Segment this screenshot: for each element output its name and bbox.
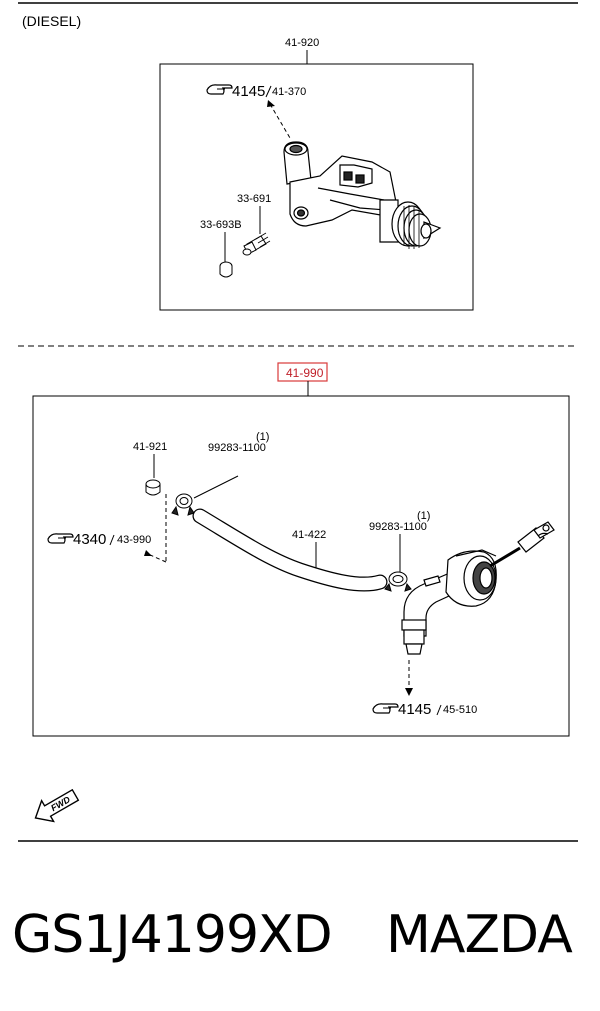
clip-right-qty: (1) bbox=[417, 510, 430, 522]
clip-right-label[interactable]: 99283-1100 bbox=[369, 521, 427, 533]
bleeder-cap-label[interactable]: 33-693B bbox=[200, 219, 242, 231]
footer: GS1J4199XD MAZDA bbox=[0, 895, 600, 975]
lower-assembly-number[interactable]: 41-990 bbox=[286, 366, 324, 380]
clip-left-label[interactable]: 99283-1100 bbox=[208, 442, 266, 454]
bottom-ref-page[interactable]: 45-510 bbox=[443, 704, 477, 716]
upper-assembly-box bbox=[159, 63, 474, 311]
part-number-text: GS1J4199XD bbox=[12, 905, 333, 965]
fwd-arrow-icon bbox=[34, 788, 80, 823]
left-ref-slash bbox=[109, 534, 115, 546]
upper-ref-dashed-leader bbox=[269, 103, 291, 139]
upper-ref-page[interactable]: 41-370 bbox=[272, 86, 306, 98]
upper-assembly-number[interactable]: 41-920 bbox=[285, 37, 319, 49]
hose-label[interactable]: 41-422 bbox=[292, 529, 326, 541]
left-ref-hand-icon bbox=[47, 533, 74, 544]
cap-41-921-label[interactable]: 41-921 bbox=[133, 441, 167, 453]
lower-assembly-box bbox=[32, 395, 570, 737]
clutch-hose-inner bbox=[193, 509, 387, 591]
bleeder-cap-part bbox=[219, 261, 233, 278]
upper-ref-number[interactable]: 4145 bbox=[232, 83, 265, 100]
clip-left-qty: (1) bbox=[256, 431, 269, 443]
upper-ref-arrowhead bbox=[267, 100, 275, 107]
clip-right-part bbox=[384, 571, 412, 592]
bleeder-screw-part bbox=[242, 232, 271, 256]
bottom-ref-hand-icon bbox=[372, 703, 399, 714]
bottom-ref-slash bbox=[436, 704, 442, 716]
cap-41-921-part bbox=[145, 479, 161, 496]
left-ref-number[interactable]: 4340 bbox=[73, 531, 106, 548]
bleeder-label[interactable]: 33-691 bbox=[237, 193, 271, 205]
bottom-ref-arrowhead bbox=[405, 688, 413, 696]
lower-assembly-number-highlight bbox=[277, 362, 328, 382]
clip-left-leader bbox=[193, 475, 239, 499]
variant-label: (DIESEL) bbox=[22, 13, 81, 29]
upper-ref-hand-icon bbox=[206, 84, 233, 95]
clip-left-part bbox=[171, 493, 195, 516]
brand-text: MAZDA bbox=[386, 905, 573, 965]
left-ref-page[interactable]: 43-990 bbox=[117, 534, 151, 546]
left-ref-arrowhead bbox=[144, 550, 152, 556]
upper-ref-slash bbox=[265, 85, 272, 98]
bottom-ref-number[interactable]: 4145 bbox=[398, 701, 431, 718]
clutch-master-cylinder bbox=[283, 141, 442, 249]
clutch-release-cylinder bbox=[401, 521, 555, 655]
